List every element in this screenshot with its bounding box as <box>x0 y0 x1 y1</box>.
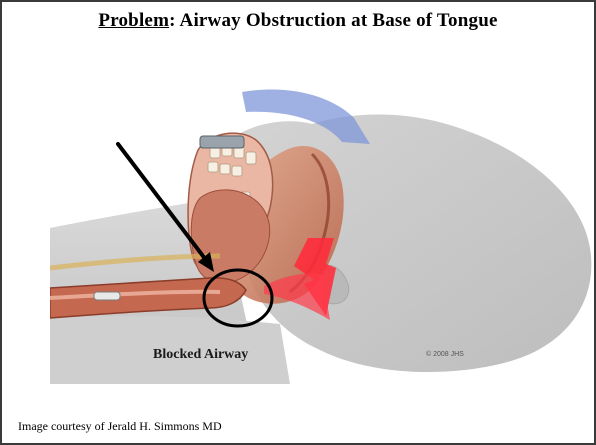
image-credit: Image courtesy of Jerald H. Simmons MD <box>18 419 222 434</box>
tube-device <box>94 292 120 300</box>
dental-device <box>200 136 244 148</box>
slide-title: Problem: Airway Obstruction at Base of T… <box>2 10 594 32</box>
title-prefix: Problem <box>98 10 169 31</box>
illustration-label: Blocked Airway <box>153 347 248 363</box>
illustration-copyright: © 2008 JHS <box>426 351 464 358</box>
title-rest: : Airway Obstruction at Base of Tongue <box>169 10 498 31</box>
airway-illustration <box>50 88 596 384</box>
